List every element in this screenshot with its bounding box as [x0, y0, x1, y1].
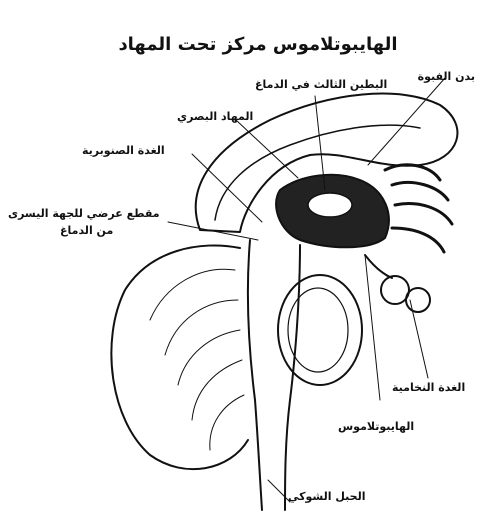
pituitary-shape	[381, 276, 409, 304]
label-spinal-cord: الحبل الشوكي	[288, 490, 365, 503]
label-pineal-gland: الغدة الصنوبرية	[82, 144, 165, 157]
label-hypothalamus: الهايبوتلاموس	[338, 420, 414, 433]
label-cross-section-line2: من الدماغ	[60, 224, 113, 237]
label-third-ventricle: البطين الثالث في الدماغ	[255, 78, 387, 91]
brainstem-shape	[248, 240, 300, 510]
diagram-title: الهايبوتلاموس مركز تحت المهاد	[108, 34, 408, 55]
label-thalamus: المهاد البصري	[177, 110, 253, 123]
cerebellum-shape	[111, 245, 248, 469]
label-cross-section-line1: مقطع عرضي للجهة اليسرى	[8, 207, 160, 220]
label-corpus-callosum: بدن الفبوة	[418, 70, 475, 83]
label-pituitary-gland: الغدة النخامية	[392, 381, 465, 394]
